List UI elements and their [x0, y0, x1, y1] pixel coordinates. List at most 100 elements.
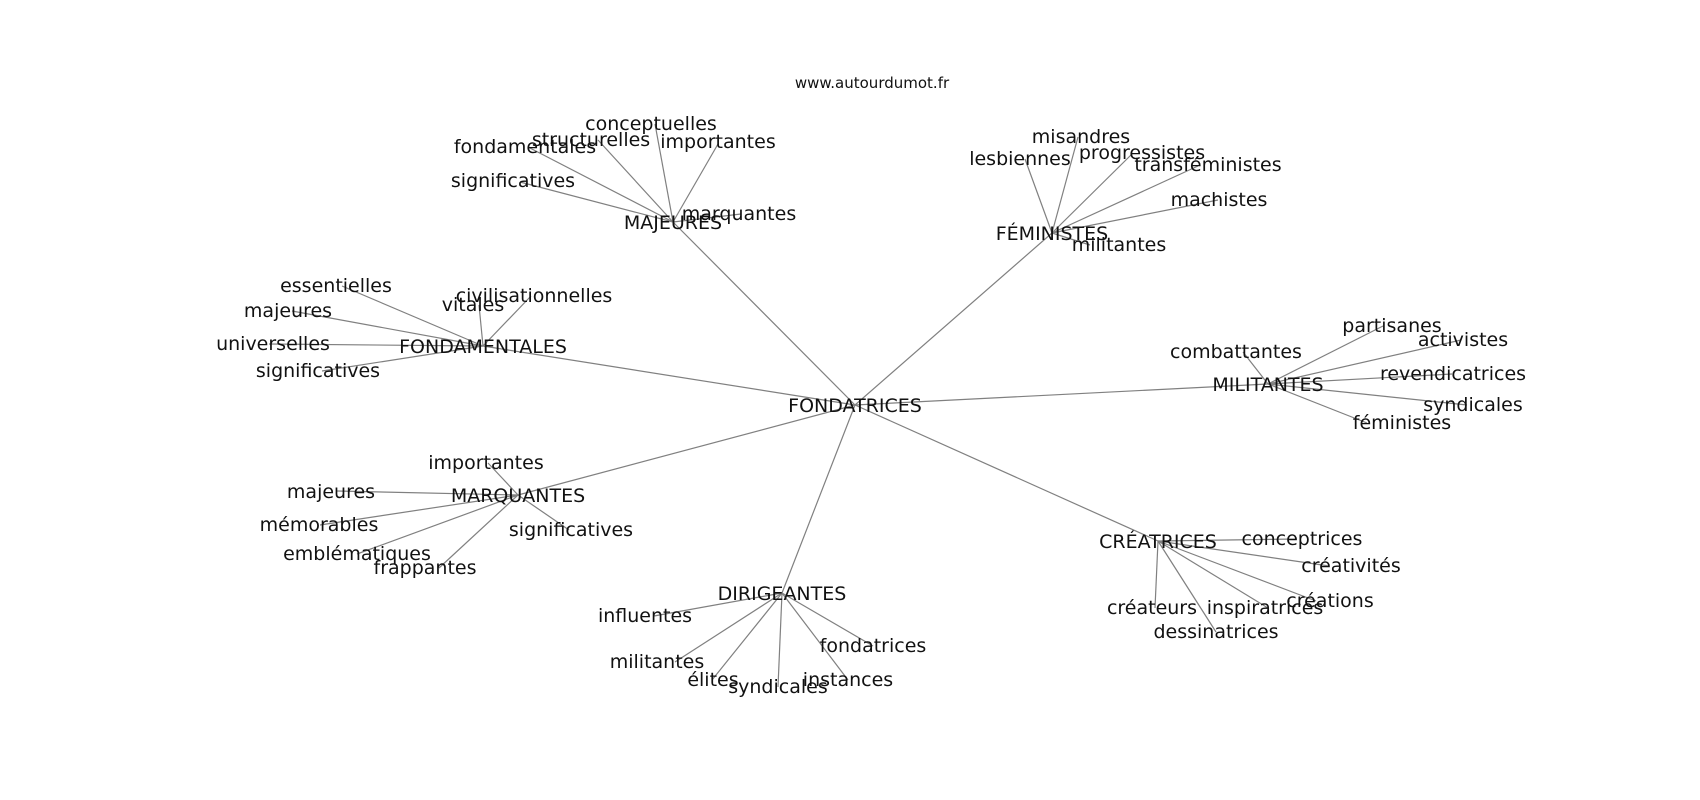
leaf-node-label: frappantes — [374, 557, 477, 579]
leaf-node-label: influentes — [598, 605, 692, 627]
edge-center-hub — [854, 404, 1159, 542]
edge-hub-leaf — [482, 295, 532, 347]
hub-node-label: CRÉATRICES — [1099, 530, 1217, 553]
edge-hub-leaf — [1157, 538, 1298, 542]
leaf-node-label: machistes — [1171, 189, 1268, 211]
edges — [268, 123, 1468, 688]
edge-center-hub — [781, 404, 856, 594]
hub-node-label: FONDAMENTALES — [399, 336, 567, 358]
leaf-node-label: progressistes — [1079, 142, 1205, 164]
edge-hub-leaf — [1024, 158, 1053, 234]
leaf-node-label: créations — [1286, 590, 1373, 612]
leaf-node-label: mémorables — [260, 514, 379, 536]
watermark-text: www.autourdumot.fr — [795, 74, 950, 92]
leaf-node-label: syndicales — [728, 676, 827, 698]
edge-center-hub — [672, 221, 856, 406]
edge-center-hub — [854, 232, 1053, 406]
edge-hub-leaf — [517, 494, 570, 531]
edge-hub-leaf — [1242, 351, 1269, 385]
edge-hub-leaf — [291, 310, 484, 347]
edge-hub-leaf — [781, 592, 849, 681]
edge-hub-leaf — [711, 592, 783, 681]
leaf-node-label: conceptuelles — [585, 113, 717, 135]
edge-hub-leaf — [674, 592, 783, 663]
leaf-node-label: majeures — [244, 300, 332, 322]
leaf-node-label: partisanes — [1342, 315, 1441, 337]
edge-hub-leaf — [1157, 540, 1217, 633]
leaf-node-label: importantes — [660, 131, 775, 153]
leaf-node-label: instances — [803, 669, 893, 691]
leaf-node-label: activistes — [1418, 329, 1508, 351]
edge-hub-leaf — [1051, 165, 1199, 234]
edge-hub-leaf — [1051, 136, 1079, 234]
edge-hub-leaf — [777, 592, 783, 688]
hub-node-label: DIRIGEANTES — [718, 583, 847, 605]
edge-hub-leaf — [1154, 540, 1159, 609]
leaf-node-label: inspiratrices — [1207, 597, 1324, 619]
leaf-node-label: vitales — [442, 294, 504, 316]
edge-hub-leaf — [321, 345, 484, 372]
leaf-node-label: syndicales — [1423, 394, 1522, 416]
leaf-node-label: fondatrices — [820, 635, 927, 657]
leaf-node-label: civilisationnelles — [456, 285, 613, 307]
edge-hub-leaf — [1157, 540, 1330, 567]
edge-hub-leaf — [654, 123, 674, 223]
edge-hub-leaf — [478, 304, 484, 347]
leaf-node-label: militantes — [1072, 234, 1167, 256]
edge-center-hub — [854, 383, 1269, 406]
edge-hub-leaf — [1267, 373, 1453, 385]
edge-hub-leaf — [672, 213, 742, 223]
leaf-node-label: importantes — [428, 452, 543, 474]
leaf-node-label: créativités — [1301, 555, 1400, 577]
leaf-node-label: transféministes — [1134, 154, 1281, 176]
edge-hub-leaf — [1157, 540, 1317, 602]
edge-hub-leaf — [1051, 153, 1133, 234]
leaf-node-label: créateurs — [1107, 597, 1197, 619]
edge-hub-leaf — [672, 143, 719, 223]
leaf-node-label: dessinatrices — [1153, 621, 1278, 643]
edge-hub-leaf — [1267, 325, 1384, 385]
leaf-node-label: revendicatrices — [1380, 363, 1526, 385]
leaf-node-label: militantes — [610, 651, 705, 673]
hub-node-label: MILITANTES — [1212, 374, 1323, 396]
edge-hub-leaf — [319, 494, 519, 526]
edge-hub-leaf — [1051, 199, 1219, 234]
edge-hub-leaf — [653, 592, 783, 617]
edge-hub-leaf — [1267, 383, 1468, 406]
edge-hub-leaf — [519, 181, 674, 223]
edge-hub-leaf — [1267, 339, 1462, 385]
leaf-node-label: féministes — [1353, 412, 1451, 434]
hub-node-label: MAJEURES — [624, 212, 722, 234]
edge-hub-leaf — [438, 494, 519, 569]
leaf-node-label: conceptrices — [1242, 528, 1363, 550]
edge-hub-leaf — [1051, 232, 1091, 246]
leaf-node-label: universelles — [216, 333, 330, 355]
edge-hub-leaf — [1157, 540, 1269, 609]
edge-hub-leaf — [527, 146, 674, 223]
hub-node-label: MARQUANTES — [451, 485, 585, 507]
leaf-node-label: combattantes — [1170, 341, 1302, 363]
leaf-node-label: fondamentales — [454, 136, 596, 158]
leaf-node-label: structurelles — [532, 129, 650, 151]
edge-hub-leaf — [336, 490, 519, 496]
leaf-node-label: majeures — [287, 481, 375, 503]
edge-hub-leaf — [356, 494, 519, 555]
leaf-node-label: misandres — [1032, 126, 1130, 148]
hub-node-label: FÉMINISTES — [996, 222, 1108, 245]
leaf-node-label: significatives — [451, 170, 575, 192]
leaf-node-label: significatives — [509, 519, 633, 541]
edge-hub-leaf — [268, 343, 484, 347]
leaf-node-label: marquantes — [682, 203, 796, 225]
edge-center-hub — [482, 345, 856, 406]
leaf-node-label: lesbiennes — [969, 148, 1071, 170]
edge-hub-leaf — [597, 139, 674, 223]
center-node-label: FONDATRICES — [788, 395, 922, 417]
edge-center-hub — [517, 404, 856, 496]
edge-hub-leaf — [341, 285, 484, 347]
edge-hub-leaf — [1267, 383, 1368, 424]
edge-hub-leaf — [781, 592, 874, 647]
leaf-node-label: essentielles — [280, 275, 392, 297]
leaf-node-label: élites — [687, 669, 738, 691]
